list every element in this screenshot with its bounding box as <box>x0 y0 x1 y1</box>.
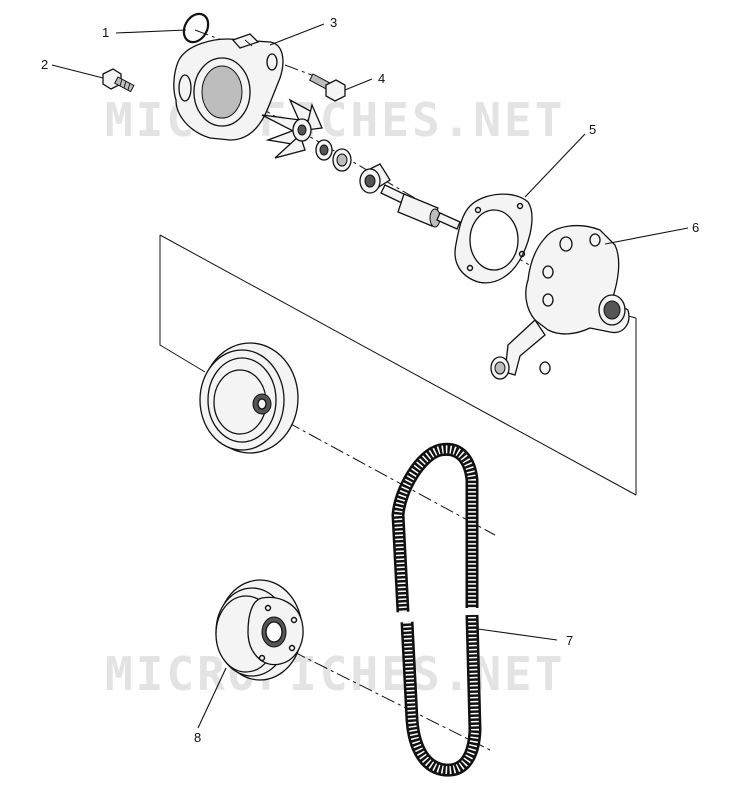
callout-6: 6 <box>692 220 699 235</box>
leader-lines <box>51 23 689 729</box>
bearing <box>359 163 391 194</box>
crank-pulley <box>215 579 304 681</box>
gasket <box>454 193 533 284</box>
pump-cover <box>173 33 284 141</box>
callout-3: 3 <box>330 15 337 30</box>
water-pump-pulley <box>199 342 299 454</box>
callout-8: 8 <box>194 730 201 745</box>
o-ring <box>182 12 210 44</box>
impeller <box>261 98 323 159</box>
callout-5: 5 <box>589 122 596 137</box>
bolt-4 <box>309 73 346 102</box>
drive-belt <box>391 442 482 777</box>
callout-7: 7 <box>566 633 573 648</box>
callout-1: 1 <box>102 25 109 40</box>
callout-4: 4 <box>378 71 385 86</box>
seal-2 <box>332 148 352 172</box>
callout-2: 2 <box>41 57 48 72</box>
bolt-2 <box>102 68 135 93</box>
pump-shaft <box>380 184 461 230</box>
pump-body <box>490 224 630 380</box>
assembly-frame <box>159 234 637 496</box>
watermark-bottom: MICROFICHES.NET <box>105 647 565 701</box>
seal-1 <box>315 139 333 161</box>
